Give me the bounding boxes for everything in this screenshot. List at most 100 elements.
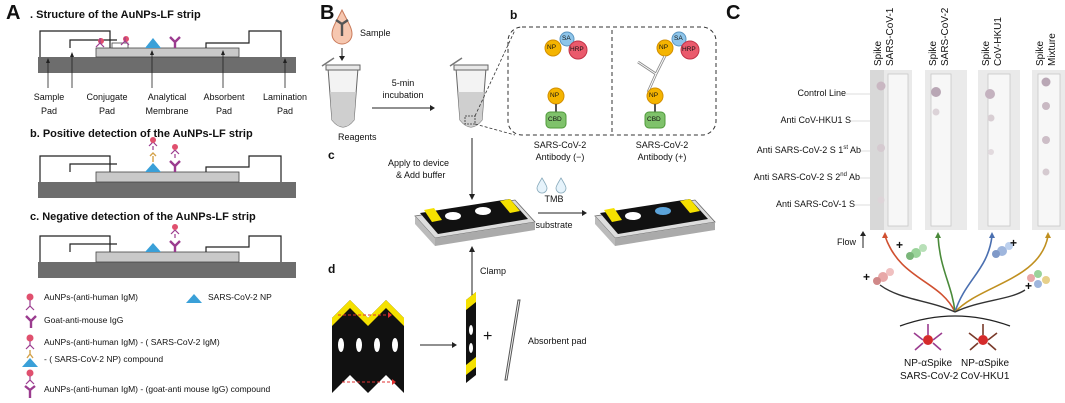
col-header-1-l1: Spike (873, 40, 884, 66)
incubation-tube-icon (449, 57, 489, 128)
panel-b: B b c d Sample 5-min incubation Reagents… (320, 0, 720, 403)
np-sa-hrp-complex-pos (637, 31, 700, 129)
panel-a: A . Structure of the AuNPs-LF strip (0, 0, 320, 403)
col-header-2-l2: SARS-CoV-2 (940, 7, 951, 66)
reagent-tube-icon (321, 57, 361, 128)
strip-positive (38, 137, 296, 198)
reagents-label: Reagents (338, 132, 377, 142)
plus-1: + (896, 238, 904, 252)
col-header-4-l1: Spike (1035, 40, 1046, 66)
label-lamination-l2: Pad (276, 106, 293, 116)
flow-label: Flow (837, 237, 857, 247)
label-sample-l2: Pad (40, 106, 57, 116)
panel-a-title-negative: c. Negative detection of the AuNPs-LF st… (30, 211, 256, 223)
panel-b-graphics (321, 8, 717, 393)
folded-device-strips (332, 300, 404, 393)
legend-np-icon (186, 294, 202, 303)
absorbent-pad-icon (504, 299, 521, 381)
panel-b-sub-b: b (510, 8, 518, 22)
sample-label: Sample (360, 28, 391, 38)
aunp-glyph-2 (120, 36, 130, 46)
np2-label-neg: NP (550, 92, 560, 99)
label-lamination-l1: Lamination (262, 92, 308, 102)
legend-glyphs (22, 293, 202, 398)
goat-igg-control-glyph (169, 36, 181, 48)
label-sample-l1: Sample (33, 92, 65, 102)
legend-np-text: SARS-CoV-2 NP (208, 292, 272, 302)
panel-a-title-structure: . Structure of the AuNPs-LF strip (30, 9, 201, 21)
plus-4: + (1025, 279, 1033, 293)
row-label-sars1: Anti SARS-CoV-1 S (775, 199, 855, 209)
row-label-sars2-1st: Anti SARS-CoV-2 S 1st Ab (756, 145, 861, 155)
antibody-pos-l2: Antibody (+) (637, 152, 687, 162)
apply-l2: & Add buffer (396, 170, 446, 180)
legend-aunp-icon (26, 293, 34, 301)
label-absorbent-l1: Absorbent (203, 92, 245, 102)
spike-protein-icons (873, 242, 1050, 288)
np-right-l2: CoV-HKU1 (960, 371, 1010, 382)
col-header-3-l1: Spike (981, 40, 992, 66)
np-conjugate-cov-hku1-icon (968, 324, 998, 351)
legend-complex2-icon (26, 369, 34, 377)
np-sa-hrp-complex-neg (544, 31, 588, 129)
np-label-neg: NP (547, 44, 557, 51)
np-left-l2: SARS-CoV-2 (900, 371, 959, 382)
np-conjugate-sars-cov-2-icon (913, 324, 943, 351)
legend-goat-icon (25, 315, 37, 328)
assembled-strip (466, 292, 476, 383)
incubation-l1: 5-min (391, 78, 415, 88)
strip-structure (38, 30, 296, 88)
test-strip-cov-hku1 (978, 70, 1020, 230)
aunp-conjugate-glyph (95, 38, 105, 48)
label-conjugate-l1: Conjugate (86, 92, 128, 102)
antibody-pos-l1: SARS-CoV-2 (635, 140, 689, 150)
hrp-label-neg: HRP (570, 46, 584, 53)
panel-c: C Spike SARS-CoV-1 Spike SARS-CoV-2 Spik… (720, 0, 1065, 403)
np-right-l1: NP-αSpike (960, 358, 1010, 369)
tmb-l2: substrate (535, 220, 573, 230)
panel-a-letter: A (6, 2, 21, 24)
panel-c-graphics (846, 70, 1065, 351)
zoom-box (507, 26, 717, 136)
sa-label-pos: SA (674, 35, 683, 42)
label-analytical-l2: Membrane (145, 106, 189, 116)
tmb-l1: TMB (544, 194, 564, 204)
legend-complex1-text-l2: - ( SARS-CoV-2 NP) compound (44, 354, 164, 364)
row-label-hku1: Anti CoV-HKU1 S (780, 115, 851, 125)
legend-aunp-text: AuNPs-(anti-human IgM) (44, 292, 139, 302)
legend-complex1-icon (26, 334, 34, 342)
panel-b-sub-c: c (328, 148, 335, 162)
antibody-neg-l2: Antibody (−) (535, 152, 585, 162)
test-strip-sars-cov-2 (925, 70, 967, 230)
apply-l1: Apply to device (388, 158, 450, 168)
plus-3: + (1010, 236, 1018, 250)
col-header-2-l1: Spike (928, 40, 939, 66)
col-header-1-l2: SARS-CoV-1 (885, 7, 896, 66)
antibody-neg-l1: SARS-CoV-2 (533, 140, 587, 150)
col-header-3-l2: CoV-HKU1 (993, 17, 1004, 66)
row-label-sars2-2nd: Anti SARS-CoV-2 S 2nd Ab (753, 172, 860, 182)
legend-goat-text: Goat-anti-mouse IgG (44, 315, 124, 325)
absorbent-pad-label: Absorbent pad (528, 336, 587, 346)
legend-complex1-text-l1: AuNPs-(anti-human IgM) - ( SARS-CoV-2 Ig… (44, 337, 220, 347)
panel-c-letter: C (726, 2, 741, 24)
label-conjugate-l2: Pad (98, 106, 115, 116)
lf-device-after (594, 199, 716, 246)
lf-device-before (414, 199, 536, 246)
plus-2: + (863, 270, 871, 284)
row-label-control: Control Line (797, 88, 846, 98)
label-absorbent-l2: Pad (215, 106, 232, 116)
panel-b-letter: B (320, 2, 335, 24)
hrp-label-pos: HRP (682, 46, 696, 53)
panel-a-strips (22, 30, 296, 398)
cbd-label-neg: CBD (548, 116, 562, 123)
sa-label-neg: SA (562, 35, 571, 42)
strip-negative (38, 224, 296, 278)
cbd-label-pos: CBD (647, 116, 661, 123)
label-analytical-l1: Analytical (147, 92, 187, 102)
test-strip-mixture (1032, 70, 1065, 230)
clamp-label: Clamp (480, 266, 507, 276)
legend-complex2-text: AuNPs-(anti-human IgM) - (goat-anti mous… (44, 384, 271, 394)
np2-label-pos: NP (649, 92, 659, 99)
panel-b-sub-d: d (328, 262, 336, 276)
